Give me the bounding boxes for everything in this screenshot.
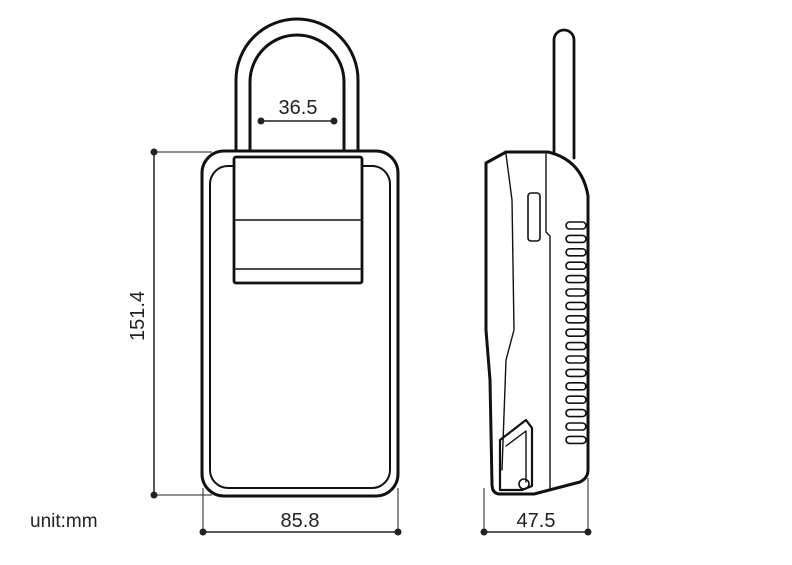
dial-rib xyxy=(565,288,587,297)
dim-total-height xyxy=(150,148,212,499)
dim-total-height-label: 151.4 xyxy=(127,291,149,341)
shackle xyxy=(234,17,360,162)
dial-rib xyxy=(565,261,587,271)
side-front-edge xyxy=(545,153,551,489)
dial-rib xyxy=(565,314,587,324)
dial-rib xyxy=(565,234,587,244)
front-view xyxy=(200,17,400,498)
side-latch-knob xyxy=(518,478,530,490)
side-bottom-latch xyxy=(498,418,534,492)
dial-rib xyxy=(565,355,587,364)
dial-rib xyxy=(565,248,587,257)
dial-rib xyxy=(565,395,587,405)
dim-body-depth xyxy=(480,478,592,536)
side-inner-seam xyxy=(501,153,515,471)
side-shackle-rod xyxy=(552,28,576,160)
dial-rib xyxy=(565,274,587,284)
side-dial-ribs xyxy=(565,221,587,445)
unit-label: unit:mm xyxy=(30,511,98,532)
dial-rib xyxy=(565,408,587,418)
dial-rib xyxy=(565,368,587,378)
dim-body-width-label: 85.8 xyxy=(281,510,320,532)
side-latch-inner xyxy=(505,430,527,483)
dial-rib xyxy=(565,221,587,230)
dim-shackle-width xyxy=(257,117,338,125)
dial-rib xyxy=(565,341,587,351)
side-view xyxy=(484,28,590,496)
dial-rib xyxy=(565,301,587,311)
dial-rib xyxy=(565,435,587,445)
dim-shackle-width-label: 36.5 xyxy=(279,97,318,119)
dim-body-depth-label: 47.5 xyxy=(517,510,556,532)
dial-rib xyxy=(565,422,587,431)
dial-rib xyxy=(565,328,587,338)
dim-body-width xyxy=(199,488,402,536)
side-slider-window xyxy=(527,192,541,242)
side-body-outline xyxy=(484,150,590,496)
dial-rib xyxy=(565,381,587,391)
